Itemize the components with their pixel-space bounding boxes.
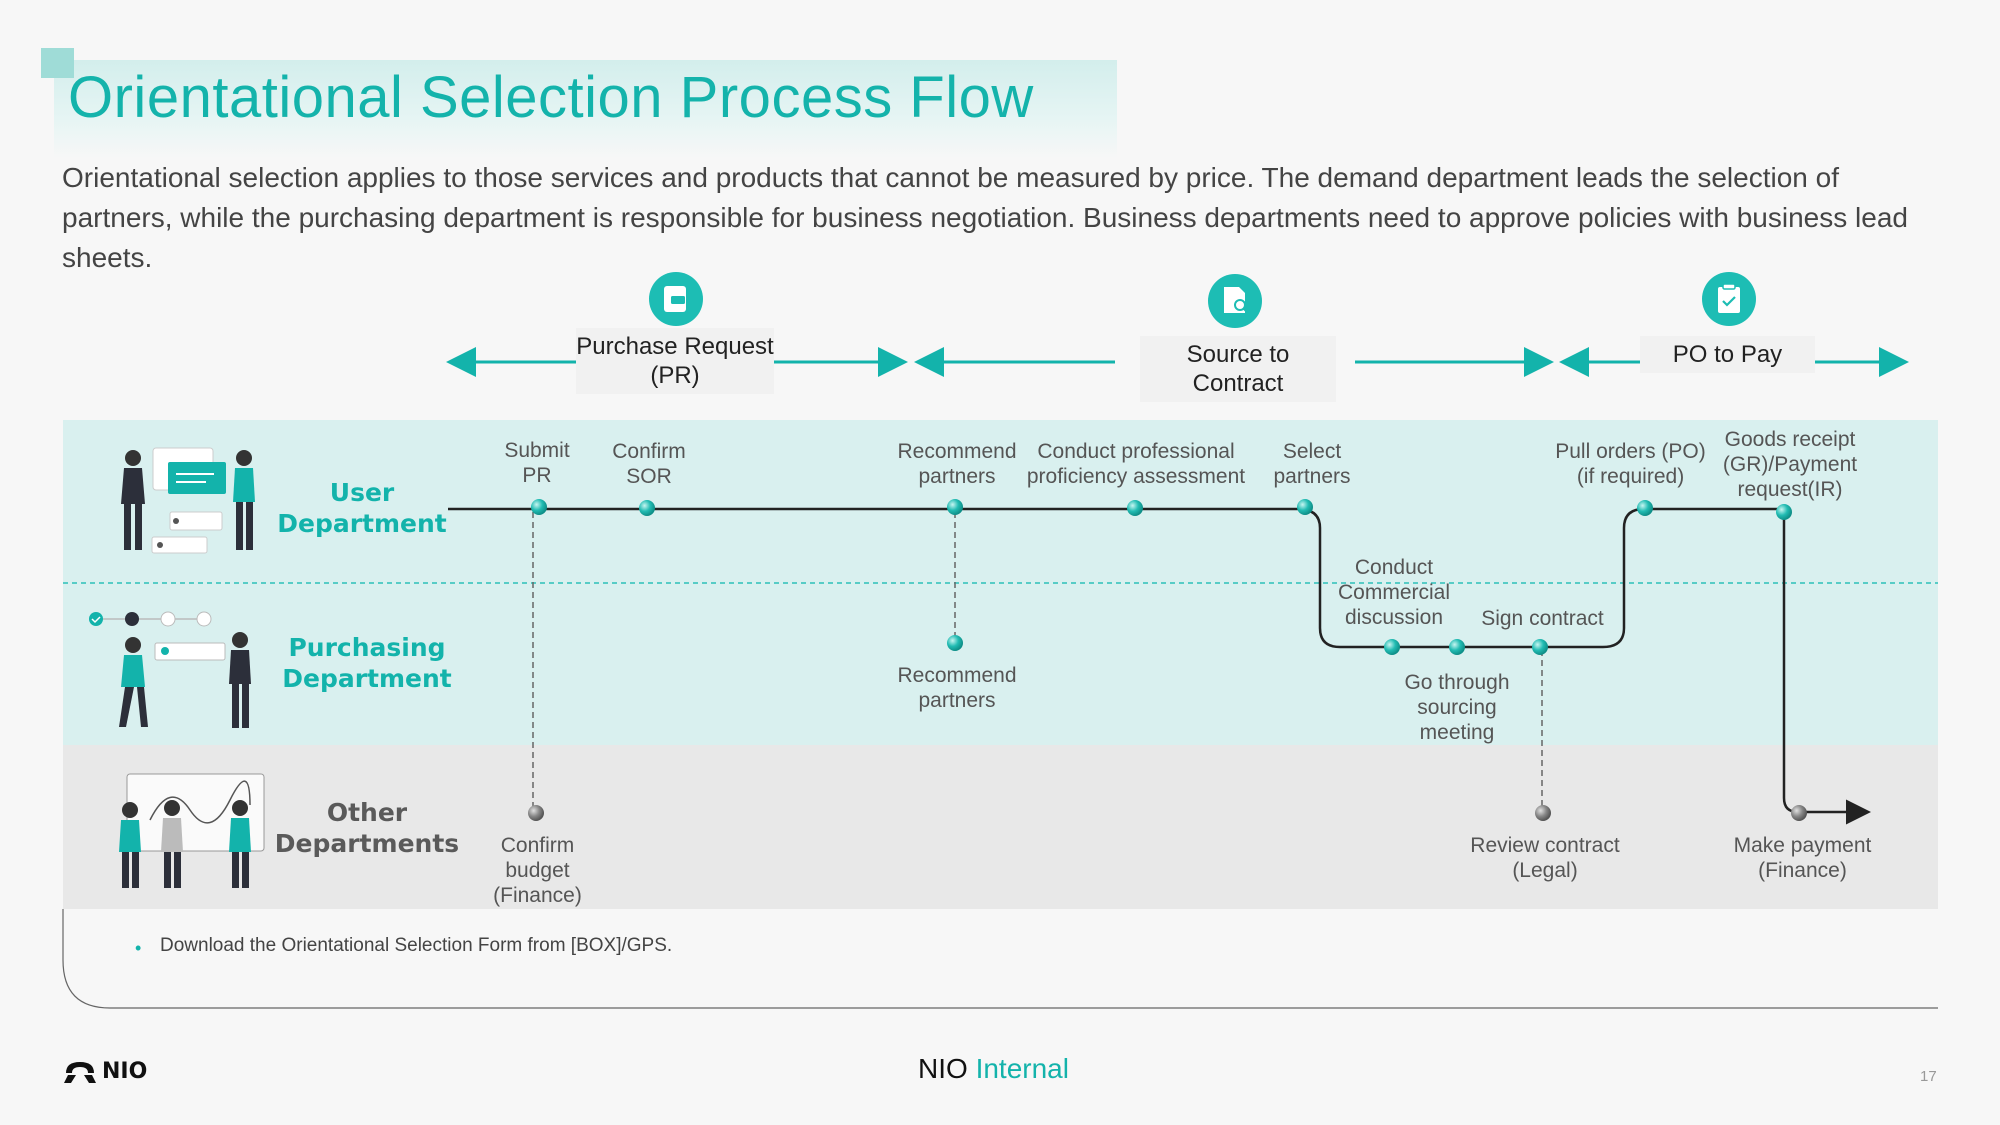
- page-number: 17: [1920, 1068, 1937, 1085]
- step-confirm-sor: Confirm SOR: [612, 440, 686, 488]
- step-sign-contract: Sign contract: [1481, 607, 1604, 630]
- clipboard-check-icon: [1702, 272, 1756, 326]
- node-go-through: [1449, 639, 1465, 655]
- flow-line-payment: [1782, 509, 1871, 825]
- step-recommend-partners: Recommend partners: [897, 440, 1017, 488]
- page-title: Orientational Selection Process Flow: [68, 65, 1034, 130]
- lane-user-department: [63, 420, 1938, 583]
- step-goods-receipt: Goods receipt (GR)/Payment request(IR): [1722, 428, 1858, 501]
- other-departments-illustration: [119, 773, 265, 888]
- node-confirm-budget: [528, 805, 544, 821]
- title-band: [54, 60, 1117, 158]
- lane-label-purchasing: Purchasing Department: [282, 633, 452, 693]
- node-select-partners: [1297, 499, 1313, 515]
- lane-purchasing-department: [63, 583, 1938, 745]
- nio-logo-icon: [64, 1062, 96, 1083]
- phase-label-source-to-contract: Source to Contract: [1140, 336, 1336, 402]
- node-recommend-partners-purch: [947, 635, 963, 651]
- footnote-bullet: •: [135, 938, 142, 958]
- node-conduct-professional: [1127, 500, 1143, 516]
- document-card-icon: [649, 272, 703, 326]
- lane-label-user: User Department: [277, 478, 447, 538]
- user-department-illustration: [121, 447, 255, 554]
- node-submit-pr: [531, 499, 547, 515]
- footnote-text: Download the Orientational Selection For…: [160, 935, 673, 956]
- footer-internal: Internal: [975, 1053, 1069, 1084]
- step-confirm-budget: Confirm budget (Finance): [493, 834, 582, 907]
- footer-classification: NIO Internal: [918, 1053, 1069, 1085]
- node-make-payment: [1791, 805, 1807, 821]
- step-conduct-commercial: Conduct Commercial discussion: [1337, 556, 1450, 629]
- node-pull-orders: [1637, 500, 1653, 516]
- title-accent-square: [41, 48, 74, 78]
- step-go-through-sourcing: Go through sourcing meeting: [1404, 671, 1510, 744]
- step-conduct-professional: Conduct professional proficiency assessm…: [1026, 440, 1246, 488]
- step-make-payment: Make payment (Finance): [1733, 834, 1872, 882]
- step-select-partners: Select partners: [1273, 440, 1351, 488]
- node-conduct-commercial: [1384, 639, 1400, 655]
- node-sign-contract: [1532, 639, 1548, 655]
- footer-nio: NIO: [918, 1053, 968, 1084]
- phase-label-purchase-request: Purchase Request (PR): [576, 328, 774, 394]
- phase-label-po-to-pay: PO to Pay: [1640, 336, 1815, 373]
- content-frame: [62, 909, 1938, 1009]
- step-recommend-partners-purchasing: Recommend partners: [897, 664, 1017, 712]
- document-search-icon: [1208, 274, 1262, 328]
- step-submit-pr: Submit PR: [504, 439, 570, 487]
- node-review-contract: [1535, 805, 1551, 821]
- intro-paragraph: Orientational selection applies to those…: [62, 162, 1908, 273]
- lane-label-other: Other Departments: [274, 798, 460, 858]
- node-confirm-sor: [639, 500, 655, 516]
- node-recommend-partners-user: [947, 499, 963, 515]
- lane-other-departments: [63, 745, 1938, 909]
- flow-line-commercial-loop: [1297, 507, 1765, 649]
- step-pull-orders: Pull orders (PO) (if required): [1555, 440, 1706, 488]
- node-goods-receipt: [1776, 504, 1792, 520]
- purchasing-department-illustration: [89, 611, 251, 728]
- nio-brand-text: NIO: [102, 1059, 148, 1084]
- step-review-contract: Review contract (Legal): [1470, 834, 1620, 882]
- nio-logo: NIO: [62, 1059, 147, 1085]
